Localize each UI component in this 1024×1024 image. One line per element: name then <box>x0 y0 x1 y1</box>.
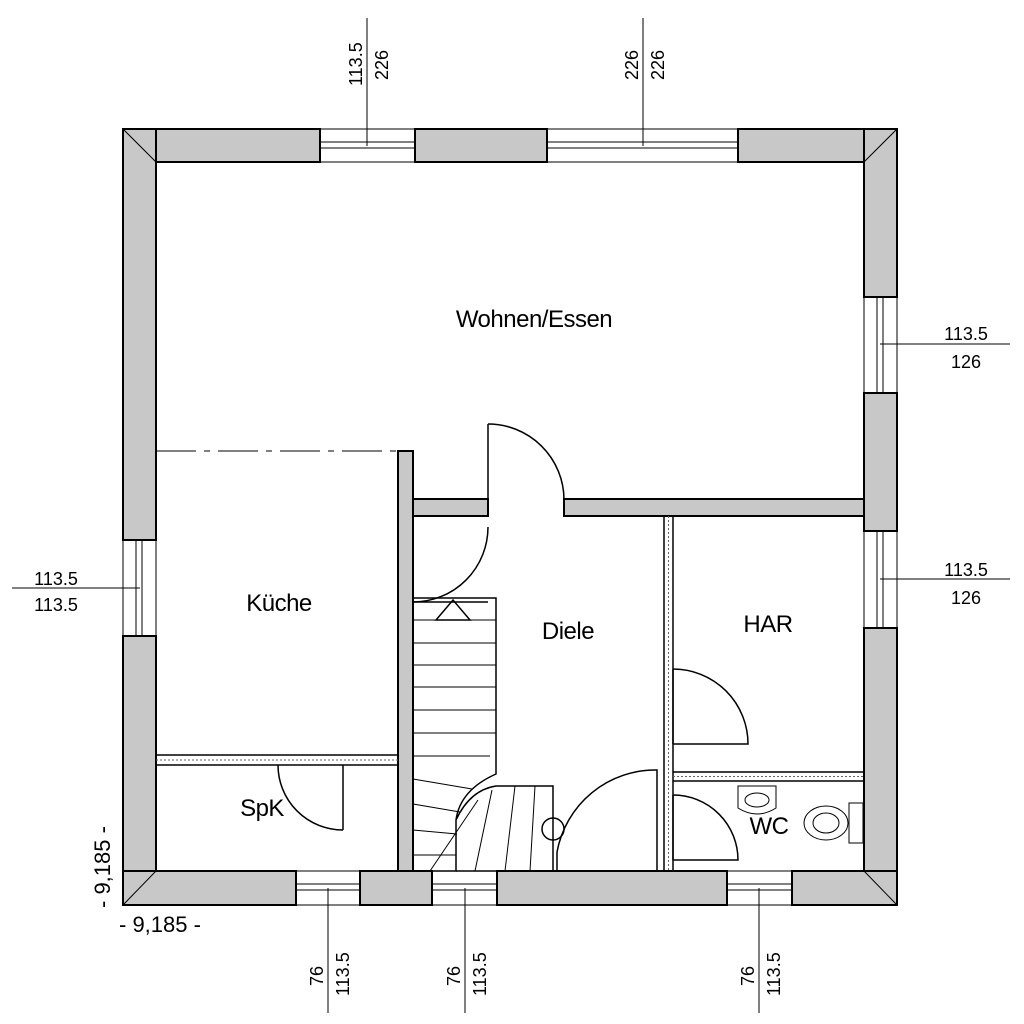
wall-bottom-4 <box>791 870 898 906</box>
dim-left-a: 113.5 <box>34 569 78 589</box>
dim-right-upper-a: 113.5 <box>944 324 988 344</box>
dim-right-lower-b: 126 <box>951 588 981 608</box>
wall-left-1 <box>122 128 157 541</box>
overall-height-label: - 9,185 - <box>90 826 115 908</box>
wall-bottom-2 <box>359 870 433 906</box>
room-label-wc: WC <box>750 813 789 840</box>
wall-right-2 <box>863 392 898 532</box>
wall-kitchen-hall <box>397 450 414 872</box>
dim-top-right-a: 226 <box>622 50 642 80</box>
wall-bottom-1 <box>122 870 297 906</box>
dim-bottom-left-b: 113.5 <box>333 952 353 996</box>
outer-walls <box>122 128 898 906</box>
dim-top-left-b: 226 <box>372 50 392 80</box>
dim-bottom-right-a: 76 <box>738 966 758 986</box>
wall-hall-top-1 <box>412 498 489 517</box>
overall-width-label: - 9,185 - <box>119 912 201 937</box>
room-label-spk: SpK <box>240 795 284 822</box>
dim-bottom-mid-a: 76 <box>444 966 464 986</box>
dim-bottom-left-a: 76 <box>307 966 327 986</box>
dim-right-lower-a: 113.5 <box>944 560 988 580</box>
dim-top-right-b: 226 <box>648 50 668 80</box>
wc-fixtures <box>737 785 864 844</box>
staircase <box>412 597 565 872</box>
wall-right-3 <box>863 627 898 906</box>
wall-top-2 <box>414 128 548 163</box>
dim-bottom-mid-b: 113.5 <box>470 952 490 996</box>
wall-left-2 <box>122 635 157 906</box>
wall-bottom-3 <box>496 870 728 906</box>
room-label-har: HAR <box>743 611 792 638</box>
wall-hall-top-2 <box>563 498 865 517</box>
dim-right-upper-b: 126 <box>951 352 981 372</box>
dim-bottom-right-b: 113.5 <box>764 952 784 996</box>
dimension-leaders <box>12 18 1010 1013</box>
dim-top-left-a: 113.5 <box>346 42 366 86</box>
room-label-diele: Diele <box>542 618 594 645</box>
dim-left-b: 113.5 <box>34 595 78 615</box>
wall-right-1 <box>863 128 898 298</box>
interior-walls <box>156 450 865 872</box>
room-label-kueche: Küche <box>246 590 312 617</box>
room-label-wohnen-essen: Wohnen/Essen <box>456 306 612 333</box>
